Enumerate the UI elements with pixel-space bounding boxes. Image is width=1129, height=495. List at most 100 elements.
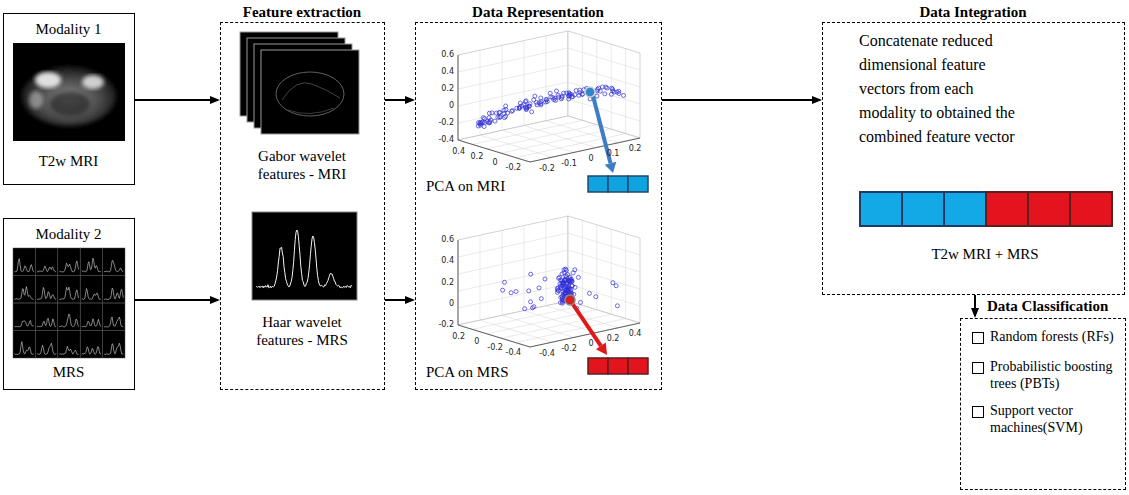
grid-line xyxy=(568,267,640,289)
prostate-shape xyxy=(22,66,116,126)
data-point xyxy=(561,301,565,305)
mrs-spectrum xyxy=(37,266,56,272)
axis-tick-label: 0.4 xyxy=(441,68,454,76)
mrs-cell xyxy=(58,248,80,276)
data-point xyxy=(600,85,604,89)
grid-line xyxy=(568,48,640,70)
data-point xyxy=(565,282,569,286)
axis-tick-label: -0.2 xyxy=(438,119,454,127)
description-text: Concatenate reduced dimensional feature … xyxy=(859,29,1029,149)
vector-cell xyxy=(588,358,608,374)
plot-axis xyxy=(530,138,640,162)
data-point xyxy=(517,106,521,110)
dark-region xyxy=(50,92,90,116)
axis-tick-label: 0 xyxy=(493,159,498,167)
mrs-image xyxy=(13,248,125,358)
image-ground xyxy=(13,248,125,358)
data-point xyxy=(524,99,528,103)
grid-line xyxy=(524,226,525,311)
mrs-cell xyxy=(103,331,125,359)
mrs-spectrum xyxy=(59,261,78,272)
data-point xyxy=(580,92,584,96)
data-point xyxy=(493,119,497,123)
plot-axis xyxy=(458,55,459,140)
data-point xyxy=(523,307,527,311)
stage-heading: Data Classification xyxy=(987,297,1123,315)
mrs-cell xyxy=(103,248,125,276)
axis-tick-label: -0.2 xyxy=(506,164,522,172)
axis-tick-label: 0.4 xyxy=(629,330,642,338)
grid-line xyxy=(568,82,640,104)
axis-tick-label: 0.2 xyxy=(441,85,454,93)
data-point xyxy=(567,279,571,283)
vector-cell xyxy=(860,192,902,226)
data-point xyxy=(488,120,492,124)
data-point xyxy=(504,108,508,112)
gabor-image xyxy=(261,50,359,134)
data-point xyxy=(612,90,616,94)
data-point xyxy=(482,125,486,129)
plot-axis xyxy=(458,240,459,325)
bright-region xyxy=(29,91,43,109)
mrs-spectrum xyxy=(82,347,101,355)
axis-tick-label: -0.2 xyxy=(539,165,555,173)
data-point xyxy=(501,288,505,292)
data-point xyxy=(498,115,502,119)
vector-cell xyxy=(902,192,944,226)
data-point xyxy=(557,276,561,280)
stage-panel: Data ClassificationRandom forests (RFs)P… xyxy=(960,318,1126,490)
axis-tick-label: 0.1 xyxy=(607,150,620,158)
projection-arrowhead xyxy=(596,343,607,356)
stage-heading: Data Integration xyxy=(823,3,1123,21)
vector-cell xyxy=(588,176,608,192)
mrs-cell xyxy=(13,276,35,304)
mrs-spectrum xyxy=(37,343,56,354)
data-point xyxy=(481,120,485,124)
mrs-spectrum xyxy=(82,258,101,272)
data-point xyxy=(487,111,491,115)
mrs-spectrum xyxy=(104,261,123,272)
data-point xyxy=(498,115,502,119)
data-point xyxy=(554,89,558,93)
data-point xyxy=(529,300,533,304)
grid-line xyxy=(502,130,574,152)
data-point xyxy=(545,98,549,102)
image-caption: MRS xyxy=(4,363,133,381)
vector-cell xyxy=(608,358,628,374)
plot-caption: PCA on MRI xyxy=(426,177,546,195)
mrs-cell xyxy=(58,303,80,331)
axis-tick-label: -0.4 xyxy=(539,350,555,358)
data-point xyxy=(595,94,599,98)
mrs-spectrum xyxy=(37,287,56,299)
checkbox xyxy=(973,363,984,374)
grid-line xyxy=(546,36,547,121)
data-point xyxy=(487,116,491,120)
flow-arrow xyxy=(385,299,413,301)
grid-line xyxy=(524,126,596,148)
mrs-spectrum xyxy=(37,318,56,327)
grid-line xyxy=(487,125,597,149)
scatter-plot xyxy=(458,216,640,347)
data-point xyxy=(528,102,532,106)
haar-image xyxy=(252,212,357,300)
data-point xyxy=(570,95,574,99)
grid-line xyxy=(596,225,597,310)
data-point xyxy=(578,300,582,304)
grid-line xyxy=(625,234,626,319)
axis-tick-label: 0 xyxy=(588,340,593,348)
grid-line xyxy=(546,121,618,143)
axis-tick-label: 0.2 xyxy=(452,333,465,341)
data-point xyxy=(527,289,531,293)
data-point xyxy=(576,275,580,279)
flow-arrow xyxy=(662,99,820,101)
plot-axis xyxy=(530,323,640,347)
gabor-texture xyxy=(288,108,334,114)
mrs-spectrum xyxy=(82,289,101,300)
plot-caption: PCA on MRS xyxy=(426,363,546,381)
grid-line xyxy=(611,229,612,314)
data-point xyxy=(537,101,541,105)
mrs-cell xyxy=(103,303,125,331)
data-point xyxy=(539,297,543,301)
mrs-cell xyxy=(80,303,102,331)
data-point xyxy=(480,121,484,125)
